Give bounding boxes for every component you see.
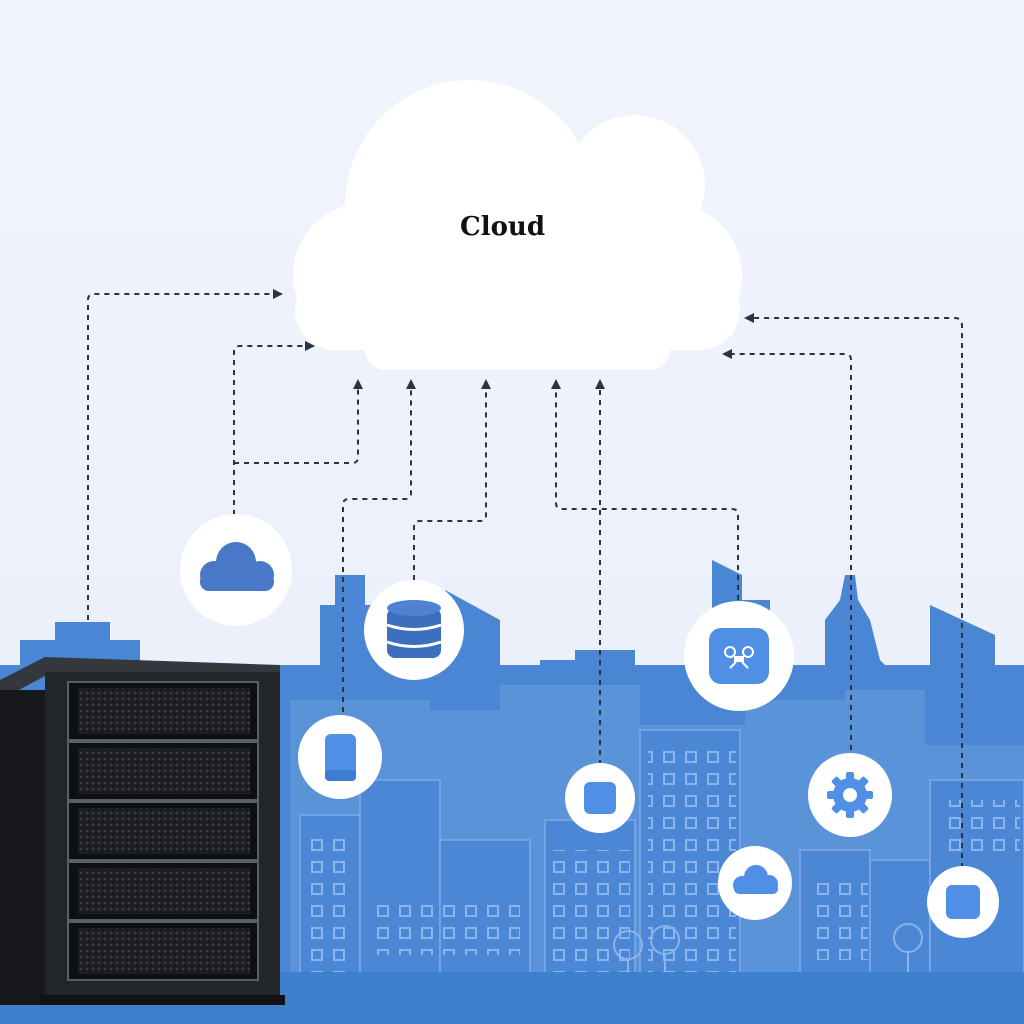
main-cloud: [293, 80, 742, 370]
connector-mobile: [342, 379, 416, 712]
drone-icon: [709, 628, 769, 684]
device-right-node: [927, 866, 999, 938]
cloud-icon: [733, 865, 778, 894]
settings-node: [808, 753, 892, 837]
database-icon: [386, 600, 442, 658]
device-center-node: [565, 763, 635, 833]
gear-icon: [827, 772, 873, 818]
connector-cloud-storage-up: [234, 379, 363, 464]
server-rack-icon: [0, 657, 285, 1005]
square-device-icon: [946, 885, 980, 919]
drone-node: [684, 601, 794, 711]
cloud-icon: [200, 542, 274, 591]
connector-database: [413, 379, 491, 580]
connectors: [87, 289, 963, 868]
cloud-storage-node: [180, 514, 292, 626]
database-node: [364, 580, 464, 680]
connector-drone: [551, 379, 739, 600]
mobile-node: [298, 715, 382, 799]
cloud-label: Cloud: [460, 212, 545, 242]
connector-device-right: [744, 313, 963, 868]
connector-settings: [722, 349, 852, 750]
square-device-icon: [584, 782, 616, 814]
connector-server: [87, 289, 283, 620]
small-cloud-node: [718, 846, 792, 920]
connector-cloud-storage: [233, 341, 315, 515]
mobile-device-icon: [325, 734, 356, 781]
